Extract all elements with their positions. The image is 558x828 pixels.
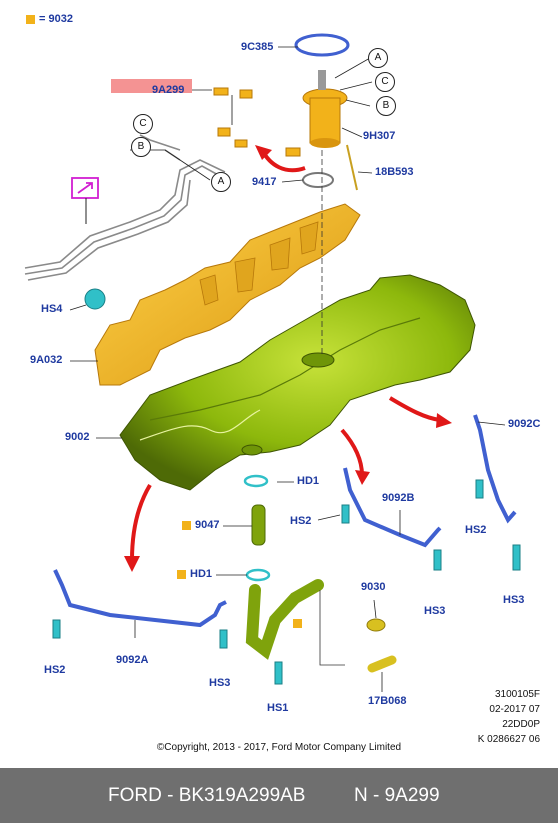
- label-HS1[interactable]: HS1: [267, 702, 289, 714]
- swatch-fill-pipe: [293, 619, 302, 628]
- label-9C385[interactable]: 9C385: [241, 41, 274, 53]
- label-18B593[interactable]: 18B593: [375, 166, 414, 178]
- highlighted-part-marker: [111, 79, 192, 93]
- footer-bar: FORD - BK319A299AB N - 9A299: [0, 768, 558, 823]
- callout-A-top: A: [368, 48, 388, 68]
- label-9092B[interactable]: 9092B: [382, 492, 415, 504]
- arrow-heads: [124, 145, 452, 572]
- label-HS3-left[interactable]: HS3: [209, 677, 231, 689]
- label-HS3-middle[interactable]: HS3: [424, 605, 446, 617]
- leader-lines: [69, 46, 506, 692]
- legend-swatch: [26, 15, 35, 24]
- bolts: [52, 288, 521, 685]
- label-HS3-right[interactable]: HS3: [503, 594, 525, 606]
- label-HS4[interactable]: HS4: [41, 303, 63, 315]
- filler-parts: [243, 474, 397, 673]
- footer-part-name: N - 9A299: [354, 785, 440, 806]
- callout-C-left: C: [133, 114, 153, 134]
- label-HS2-right[interactable]: HS2: [465, 524, 487, 536]
- label-9002[interactable]: 9002: [65, 431, 90, 443]
- label-HS2-left[interactable]: HS2: [44, 664, 66, 676]
- label-9092C[interactable]: 9092C: [508, 418, 541, 430]
- connector-icon: [71, 177, 99, 224]
- footer-part-number: FORD - BK319A299AB: [108, 785, 306, 806]
- label-9417[interactable]: 9417: [252, 176, 277, 188]
- label-HS2-middle[interactable]: HS2: [290, 515, 312, 527]
- drawing-number: 3100105F: [494, 689, 540, 700]
- label-9A032[interactable]: 9A032: [30, 354, 63, 366]
- legend-text: = 9032: [39, 13, 73, 25]
- heat-shield: [94, 203, 361, 386]
- copyright-notice: ©Copyright, 2013 - 2017, Ford Motor Comp…: [156, 742, 402, 753]
- label-9H307[interactable]: 9H307: [363, 130, 396, 142]
- label-HD1-lower[interactable]: HD1: [190, 568, 213, 580]
- callout-A-left: A: [211, 172, 231, 192]
- label-9A299[interactable]: 9A299: [152, 84, 185, 96]
- label-9092A[interactable]: 9092A: [116, 654, 149, 666]
- fuel-pump-module: [294, 33, 358, 355]
- drawing-date: 02-2017 07: [489, 704, 540, 715]
- fuel-tank: [119, 274, 476, 491]
- label-17B068[interactable]: 17B068: [368, 695, 407, 707]
- label-9047[interactable]: 9047: [195, 519, 220, 531]
- swatch-HD1: [177, 570, 186, 579]
- label-9030[interactable]: 9030: [361, 581, 386, 593]
- callout-B-left: B: [131, 137, 151, 157]
- swatch-9047: [182, 521, 191, 530]
- drawing-code: 22DD0P: [502, 719, 540, 730]
- drawing-reference: K 0286627 06: [477, 734, 540, 745]
- callout-C-top: C: [375, 72, 395, 92]
- fuel-lines: [24, 134, 226, 281]
- callout-B-top: B: [376, 96, 396, 116]
- fuel-sender-parts: [213, 87, 301, 157]
- label-HD1-upper[interactable]: HD1: [297, 475, 320, 487]
